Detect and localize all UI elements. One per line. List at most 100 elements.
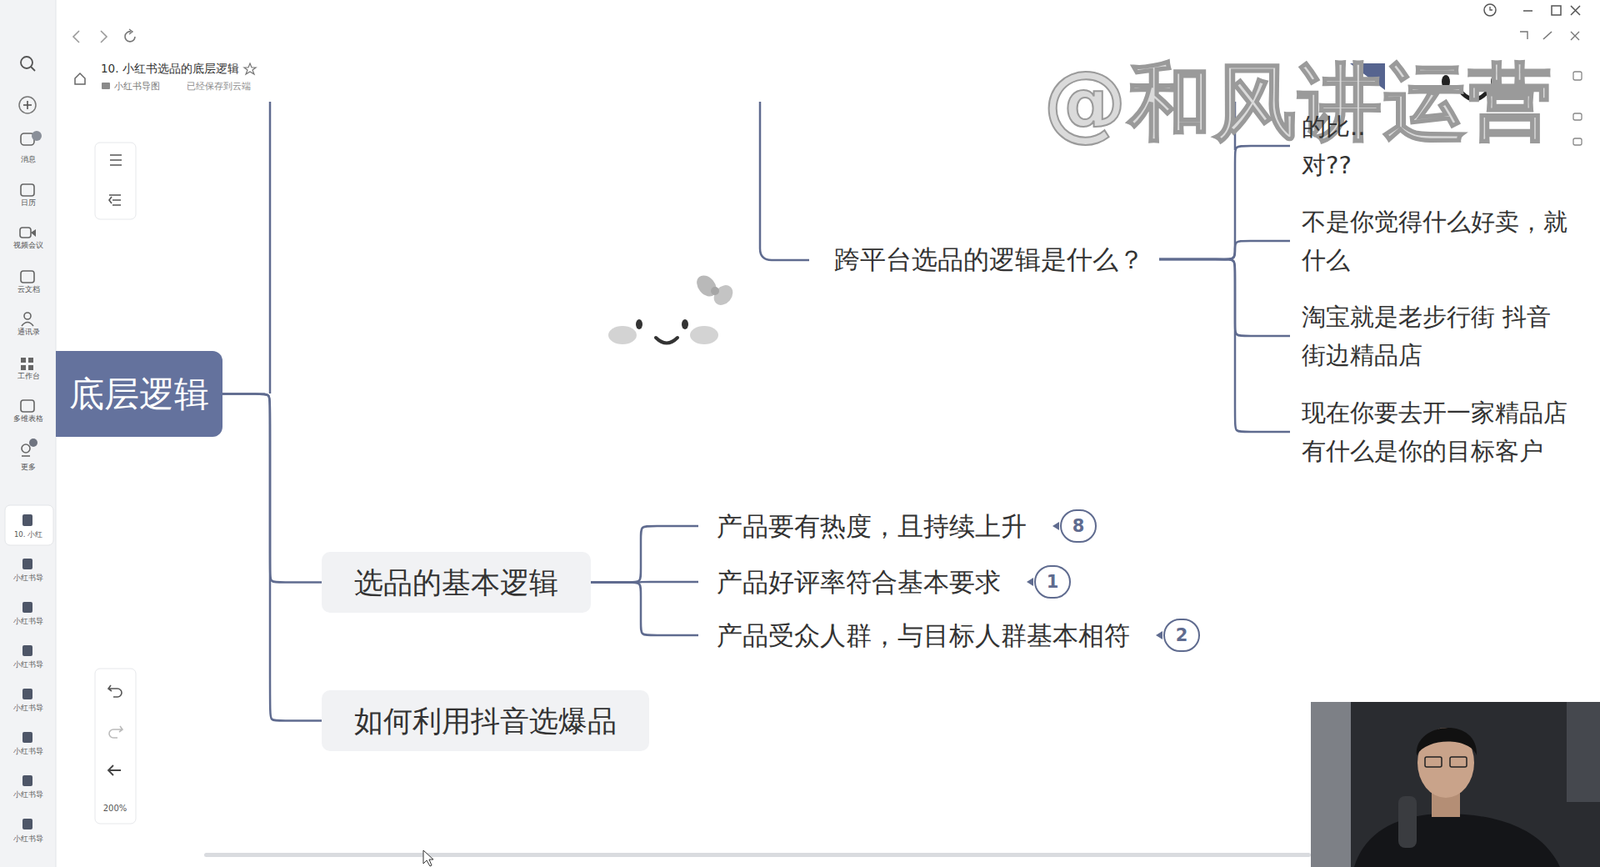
blush-shape	[690, 325, 719, 345]
doc-icon	[22, 645, 33, 656]
microphone	[1398, 795, 1417, 848]
home-icon	[75, 73, 85, 85]
scrollbar	[204, 852, 1311, 857]
sidebar	[0, 0, 56, 867]
sidebar-label: 日历	[20, 198, 36, 209]
topic-text: 产品好评率符合基本要求	[716, 565, 1001, 599]
note-topic: 现在你要去开一家精品店 有什么是你的目标客户	[1290, 393, 1579, 470]
save-status: 已经保存到云端	[186, 80, 251, 93]
side-tool-icon	[1573, 71, 1582, 80]
branch-topic: 跨平台选品的逻辑是什么？	[820, 239, 1160, 280]
tool-panel	[95, 142, 136, 220]
eye-shape	[681, 319, 689, 330]
watermark: @和风讲运营	[1043, 47, 1554, 160]
unread-dot	[31, 130, 42, 141]
sidebar-label: 小红书导	[13, 616, 44, 627]
topic-text: 产品受众人群，与目标人群基本相符	[716, 618, 1130, 652]
folder-name: 小红书导图	[114, 80, 160, 93]
comment-count: 8	[1060, 509, 1097, 543]
branch-line	[269, 101, 272, 394]
sidebar-label: 工作台	[17, 371, 40, 382]
collapse-icon	[109, 195, 121, 205]
contacts-icon	[24, 312, 31, 320]
docs-icon	[20, 270, 35, 283]
topic-text: 如何利用抖音选爆品	[354, 701, 617, 740]
sidebar-label: 更多	[20, 462, 36, 473]
more-icon	[21, 455, 30, 457]
video-icon	[20, 227, 31, 238]
back-icon	[73, 30, 80, 43]
sidebar-label: 小红书导	[13, 703, 44, 714]
leaf-topic: 产品好评率符合基本要求	[698, 562, 1020, 601]
root-topic: 底层逻辑	[55, 350, 223, 437]
doc-icon	[22, 731, 33, 743]
contacts-icon	[21, 322, 34, 327]
exit-icon	[108, 765, 121, 775]
doc-icon	[22, 688, 33, 700]
sidebar-label: 小红书导	[13, 573, 44, 584]
note-topic: 的比.. 对??	[1290, 107, 1379, 185]
webcam-wall	[1310, 701, 1351, 867]
side-tool-icon	[1573, 138, 1582, 145]
add-icon	[26, 100, 29, 110]
branch-connector	[1159, 259, 1290, 336]
video-icon	[30, 229, 36, 237]
sidebar-label: 小红书导	[13, 660, 44, 670]
side-tool-icon	[1573, 113, 1582, 120]
branch-connector	[590, 582, 699, 636]
branch-connector	[1159, 145, 1290, 260]
document-title: 10. 小红书选品的底层逻辑	[100, 61, 240, 77]
sidebar-label: 多维表格	[13, 414, 44, 425]
topic-text: 不是你觉得什么好卖，就 什么	[1301, 202, 1577, 280]
branch-connector	[1159, 240, 1290, 260]
topic-text: 底层逻辑	[69, 370, 210, 417]
subtopic-box: 选品的基本逻辑	[321, 551, 591, 613]
tool-panel	[95, 668, 136, 824]
close-icon	[1570, 5, 1580, 15]
person-glasses	[1425, 756, 1442, 767]
branch-connector	[1159, 259, 1290, 432]
undo-icon	[108, 685, 122, 697]
topic-text: 现在你要去开一家精品店 有什么是你的目标客户	[1301, 393, 1577, 470]
zoom-level: 200%	[103, 803, 128, 813]
topic-text: 选品的基本逻辑	[354, 563, 559, 602]
person-hair	[1416, 727, 1477, 755]
workbench-icon	[20, 365, 26, 370]
unread-dot	[29, 438, 38, 447]
doc-icon	[22, 818, 33, 830]
sidebar-label: 小红书导	[13, 790, 44, 800]
mouse-cursor	[423, 850, 434, 866]
webcam-wall	[1566, 701, 1600, 802]
link-icon	[1543, 31, 1552, 40]
table-icon	[20, 400, 35, 412]
doc-icon	[22, 775, 33, 786]
minimize-icon	[1523, 10, 1533, 12]
calendar-icon	[20, 184, 35, 196]
bow-shape	[710, 281, 737, 310]
workbench-icon	[28, 357, 34, 363]
forward-icon	[100, 30, 107, 43]
sidebar-label: 消息	[20, 155, 36, 165]
branch-connector	[222, 394, 322, 583]
sidebar-label: 视频会议	[13, 240, 44, 251]
comment-count: 2	[1163, 618, 1200, 652]
person-glasses	[1450, 756, 1467, 767]
comment-count: 1	[1034, 565, 1071, 599]
more-icon	[21, 444, 30, 453]
search-icon	[30, 66, 35, 71]
history-icon	[1484, 4, 1496, 16]
doc-icon	[22, 601, 33, 613]
note-topic: 不是你觉得什么好卖，就 什么	[1290, 202, 1579, 280]
branch-connector	[222, 394, 322, 721]
sidebar-label: 云文档	[17, 285, 40, 295]
doc-icon	[22, 558, 33, 570]
tab-icon	[1520, 31, 1528, 40]
note-topic: 淘宝就是老步行街 抖音 街边精品店	[1290, 297, 1579, 375]
blush-shape	[608, 325, 637, 345]
person-body	[1354, 813, 1560, 867]
topic-text: 跨平台选品的逻辑是什么？	[834, 242, 1145, 276]
history-icon	[1490, 6, 1493, 10]
outline-icon	[110, 155, 122, 165]
subtopic-box: 如何利用抖音选爆品	[321, 690, 650, 751]
